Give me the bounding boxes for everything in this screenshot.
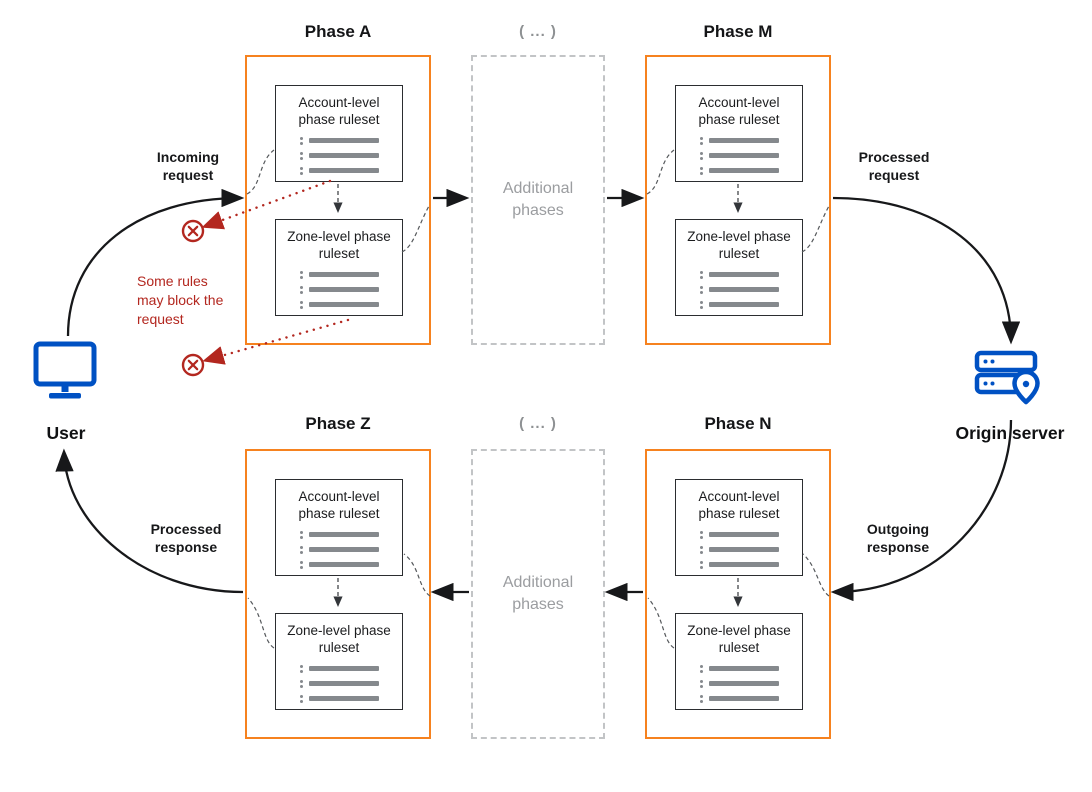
- ruleset-line: [299, 270, 379, 279]
- ruleset-line: [299, 545, 379, 554]
- ruleset-line: [299, 136, 379, 145]
- ruleset-line: [699, 545, 779, 554]
- ruleset-line: [299, 151, 379, 160]
- ruleset-line: [699, 679, 779, 688]
- circled-x-icon: [181, 353, 205, 377]
- block-note: Some rules may block the request: [137, 273, 224, 327]
- ruleset-line: [699, 285, 779, 294]
- ruleset-line: [299, 285, 379, 294]
- ruleset-card-title: Account-level phase ruleset: [298, 95, 380, 127]
- phase-box-m: Account-level phase ruleset Zone-level p…: [645, 55, 831, 345]
- additional-phases-box-bottom: Additional phases: [471, 449, 605, 739]
- ellipsis-top-label: ( ... ): [519, 23, 557, 40]
- arrow-outgoing-response: [830, 419, 1013, 602]
- account-ruleset-card: Account-level phase ruleset: [675, 479, 803, 576]
- ruleset-lines: [684, 270, 794, 309]
- zone-ruleset-card: Zone-level phase ruleset: [675, 219, 803, 316]
- phase-z-title: Phase Z: [305, 414, 371, 433]
- ruleset-card-title: Account-level phase ruleset: [298, 489, 380, 521]
- phase-box-a: Account-level phase ruleset Zone-level p…: [245, 55, 431, 345]
- additional-phases-label: Additional phases: [502, 180, 574, 219]
- zone-ruleset-card: Zone-level phase ruleset: [275, 613, 403, 710]
- ruleset-card-title: Zone-level phase ruleset: [687, 623, 791, 655]
- ruleset-card-title: Zone-level phase ruleset: [287, 623, 391, 655]
- ruleset-line: [299, 560, 379, 569]
- server-location-pin-icon: [974, 350, 1040, 405]
- phase-box-n: Account-level phase ruleset Zone-level p…: [645, 449, 831, 739]
- ruleset-line: [699, 166, 779, 175]
- ruleset-line: [299, 166, 379, 175]
- processed-request-label: Processed request: [858, 149, 930, 184]
- ruleset-lines: [684, 530, 794, 569]
- processed-response-label: Processed response: [150, 521, 222, 556]
- zone-ruleset-card: Zone-level phase ruleset: [675, 613, 803, 710]
- phase-box-z: Account-level phase ruleset Zone-level p…: [245, 449, 431, 739]
- ruleset-line: [699, 300, 779, 309]
- phase-a-title: Phase A: [304, 22, 372, 41]
- phase-m-title: Phase M: [703, 22, 773, 41]
- ruleset-line: [699, 270, 779, 279]
- ruleset-line: [299, 300, 379, 309]
- ruleset-lines: [284, 664, 394, 703]
- user-label: User: [46, 423, 86, 443]
- ruleset-line: [299, 679, 379, 688]
- account-ruleset-card: Account-level phase ruleset: [675, 85, 803, 182]
- ellipsis-bottom-label: ( ... ): [519, 415, 557, 432]
- arrow-processed-request: [832, 196, 1021, 345]
- ruleset-lines: [684, 136, 794, 175]
- circled-x-icon: [181, 219, 205, 243]
- additional-phases-label: Additional phases: [502, 574, 574, 613]
- ruleset-line: [699, 664, 779, 673]
- phase-n-title: Phase N: [704, 414, 772, 433]
- ruleset-card-title: Zone-level phase ruleset: [287, 229, 391, 261]
- ruleset-line: [699, 530, 779, 539]
- account-ruleset-card: Account-level phase ruleset: [275, 479, 403, 576]
- ruleset-line: [299, 694, 379, 703]
- ruleset-line: [299, 530, 379, 539]
- incoming-request-label: Incoming request: [156, 149, 220, 184]
- ruleset-lines: [684, 664, 794, 703]
- ruleset-line: [699, 151, 779, 160]
- monitor-icon: [33, 341, 97, 399]
- ruleset-lines: [284, 530, 394, 569]
- ruleset-card-title: Account-level phase ruleset: [698, 95, 780, 127]
- outgoing-response-label: Outgoing response: [866, 521, 930, 556]
- origin-server-label: Origin server: [955, 423, 1065, 443]
- ruleset-line: [299, 664, 379, 673]
- ruleset-card-title: Account-level phase ruleset: [698, 489, 780, 521]
- zone-ruleset-card: Zone-level phase ruleset: [275, 219, 403, 316]
- ruleset-card-title: Zone-level phase ruleset: [687, 229, 791, 261]
- ruleset-lines: [284, 136, 394, 175]
- ruleset-lines: [284, 270, 394, 309]
- account-ruleset-card: Account-level phase ruleset: [275, 85, 403, 182]
- ruleset-line: [699, 136, 779, 145]
- additional-phases-box-top: Additional phases: [471, 55, 605, 345]
- ruleset-line: [699, 560, 779, 569]
- ruleset-line: [699, 694, 779, 703]
